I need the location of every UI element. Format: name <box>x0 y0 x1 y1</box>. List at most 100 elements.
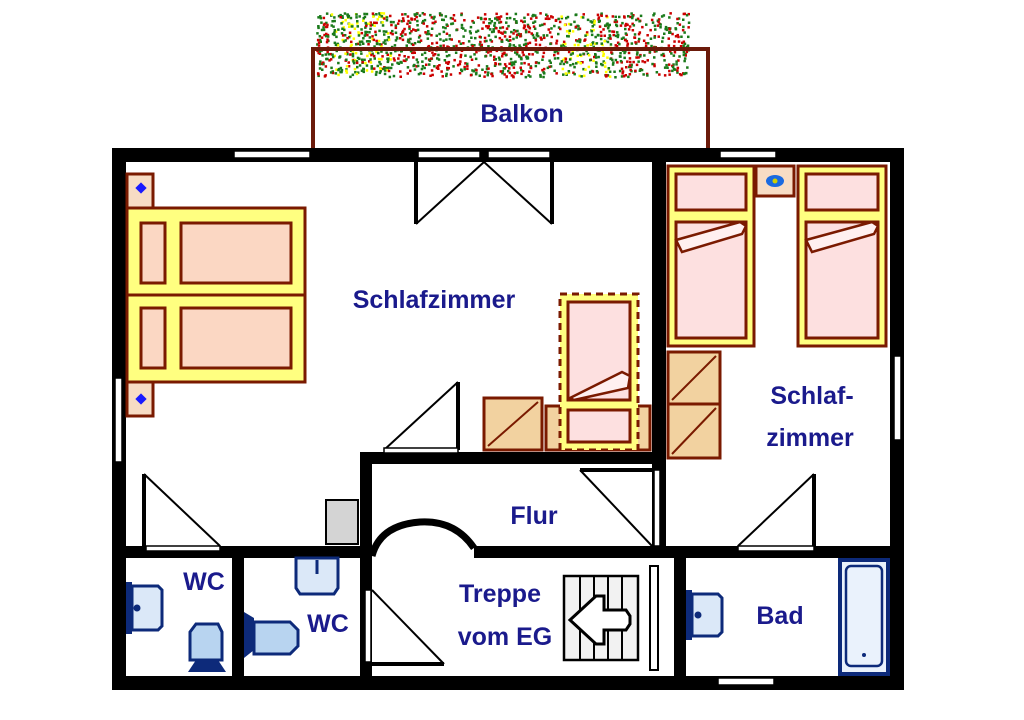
flower-dot <box>521 70 525 73</box>
flower-dot <box>353 67 357 71</box>
label-treppe-line1: Treppe <box>459 580 541 608</box>
flower-dot <box>503 51 506 54</box>
bedroom-door[interactable] <box>383 381 460 454</box>
flower-dot <box>512 37 515 41</box>
flower-dot <box>619 59 623 63</box>
flower-dot <box>527 30 531 34</box>
flower-dot <box>382 67 385 71</box>
flower-dot <box>490 30 494 34</box>
flower-dot <box>499 20 503 24</box>
flower-dot <box>655 71 659 74</box>
flower-dot <box>481 68 484 71</box>
toilet-icon <box>188 660 226 672</box>
flower-dot <box>645 72 649 76</box>
pillow <box>674 172 748 212</box>
flower-dot <box>430 16 434 19</box>
flower-dot <box>515 20 518 23</box>
wc-door[interactable] <box>142 473 221 552</box>
flower-dot <box>360 58 364 61</box>
flower-dot <box>380 45 383 48</box>
flower-dot <box>387 66 390 70</box>
flower-dot <box>483 75 486 78</box>
flower-dot <box>521 20 525 24</box>
flower-dot <box>363 34 367 37</box>
flower-dot <box>600 34 603 37</box>
flower-dot <box>522 26 526 30</box>
flower-dot <box>656 24 660 27</box>
wall <box>360 452 666 464</box>
flur-door[interactable] <box>579 468 661 547</box>
flower-dot <box>446 68 449 71</box>
flower-dot <box>442 26 445 29</box>
flower-dot <box>452 45 456 48</box>
flower-dot <box>653 24 657 28</box>
flower-dot <box>577 43 580 47</box>
flower-dot <box>459 42 463 45</box>
flower-dot <box>406 72 409 75</box>
flower-dot <box>378 12 381 15</box>
flower-dot <box>369 61 373 64</box>
flower-dot <box>516 51 519 54</box>
flower-dot <box>623 38 627 42</box>
flower-dot <box>636 17 640 21</box>
flower-dot <box>320 21 323 24</box>
flower-dot <box>637 60 640 63</box>
flower-dot <box>663 32 666 35</box>
flower-dot <box>567 35 570 38</box>
balcony-door[interactable] <box>414 161 554 225</box>
flower-dot <box>324 25 328 29</box>
flower-dot <box>368 40 371 43</box>
flower-dot <box>321 54 324 57</box>
flower-dot <box>344 52 347 55</box>
flower-dot <box>431 73 434 77</box>
flower-dot <box>605 14 608 18</box>
flower-dot <box>674 35 678 38</box>
flower-dot <box>492 28 495 31</box>
flower-dot <box>657 20 660 24</box>
flower-dot <box>620 75 624 78</box>
sanitary <box>126 556 890 676</box>
flower-dot <box>528 27 532 30</box>
flower-dot <box>345 69 348 72</box>
flower-dot <box>575 39 578 42</box>
flower-dot <box>342 26 345 29</box>
stair-door[interactable] <box>364 589 445 666</box>
label-flur: Flur <box>510 502 557 530</box>
flower-dot <box>469 55 472 59</box>
flower-dot <box>683 59 686 63</box>
flower-dot <box>350 43 353 47</box>
flower-dot <box>682 40 686 43</box>
flower-dot <box>321 68 324 71</box>
flower-dot <box>373 67 376 70</box>
flower-dot <box>507 24 510 28</box>
flower-dot <box>386 59 390 62</box>
flower-dot <box>525 55 528 58</box>
flower-dot <box>571 62 575 66</box>
flower-dot <box>631 22 634 26</box>
flower-dot <box>579 62 582 65</box>
flower-dot <box>368 36 372 39</box>
flower-dot <box>343 34 347 37</box>
flower-dot <box>548 59 551 62</box>
flower-dot <box>504 53 508 57</box>
flower-dot <box>524 75 528 79</box>
flower-dot <box>451 22 455 25</box>
flower-dot <box>534 61 538 64</box>
flower-dot <box>418 34 422 38</box>
flower-dot <box>546 66 550 70</box>
flower-dot <box>354 71 357 74</box>
bedroom-2-door[interactable] <box>737 473 816 552</box>
flower-dot <box>548 31 552 34</box>
flower-dot <box>539 36 542 39</box>
window <box>893 355 902 441</box>
flower-dot <box>383 69 387 72</box>
flower-dot <box>404 59 407 63</box>
flower-dot <box>628 57 632 60</box>
flower-dot <box>682 72 686 76</box>
flower-dot <box>339 66 343 70</box>
flower-dot <box>494 35 497 39</box>
flower-dot <box>437 53 440 57</box>
flower-dot <box>524 28 528 32</box>
flower-dot <box>686 44 690 47</box>
flower-dot <box>392 74 396 78</box>
